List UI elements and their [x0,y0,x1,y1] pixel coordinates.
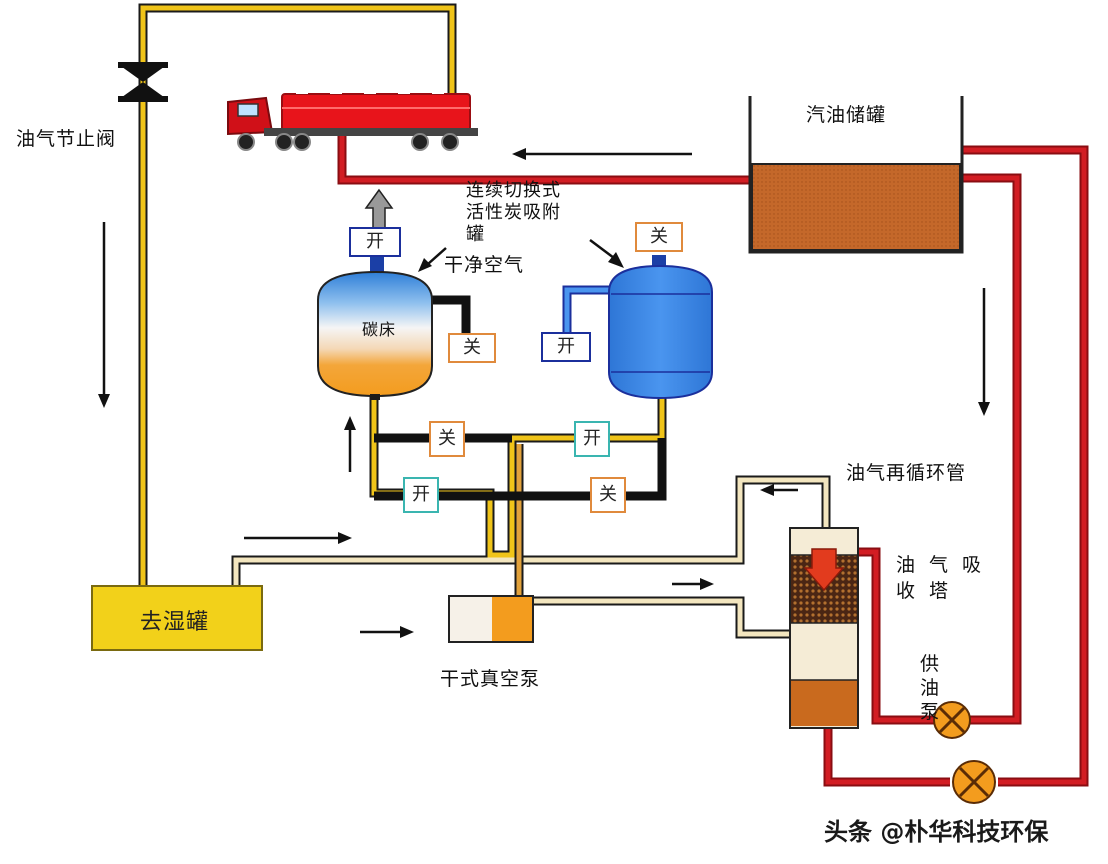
arrow-icon-left-top [512,148,692,160]
absorption-tower [789,527,859,729]
vacuum-pump-body [448,595,534,643]
exhaust-arrow-icon [364,188,394,229]
pump-circle-x-icon-lower [952,760,996,804]
valve-low-left[interactable]: 开 [403,477,439,513]
pump-circle-x-icon [933,701,971,739]
flow-arrows [98,148,990,638]
recirc-pipe-label: 油气再循环管 [846,462,967,484]
valve-side-right[interactable]: 开 [541,332,591,362]
valve-top-right[interactable]: 关 [635,222,683,252]
carbon-bed-label: 碳床 [362,320,397,339]
valve-side-left[interactable]: 关 [448,333,496,363]
arrow-icon-down-left [98,222,110,408]
tanker-truck [227,88,478,151]
arrow-icon-left-recirc [760,484,798,496]
clean-air-label: 干净空气 [444,254,525,276]
valve-mid-left[interactable]: 关 [429,421,465,457]
arrow-icon-up-left-tank [344,416,356,472]
valve-mid-right[interactable]: 开 [574,421,610,457]
absorb-tower-label: 油气吸收塔 [896,554,996,602]
bowtie-valve-icon [118,62,168,102]
adsorption-tank-label: 连续切换式活性炭吸附罐 [466,180,561,245]
valve-top-left[interactable]: 开 [349,227,401,257]
blue-pipe [562,285,609,334]
arrow-icon-right-pump [360,626,414,638]
dehumidifier-label: 去湿罐 [140,610,210,635]
carbon-tank-left [317,256,433,400]
throttle-valve-label: 油气节止阀 [16,128,117,150]
dehumidifier-tank [91,585,263,651]
valve-low-right[interactable]: 关 [590,477,626,513]
red-pipe-network [337,120,1089,787]
arrow-icon-right-mid [244,532,352,544]
arrow-icon-to-left-tank [418,247,447,272]
arrow-icon-right-cream [672,578,714,590]
vacuum-pump-label: 干式真空泵 [440,668,541,690]
arrow-icon-to-right-tank [589,239,624,268]
gasoline-tank-label: 汽油储罐 [806,104,887,126]
arrow-icon-down-right [978,288,990,416]
vacuum-pump-lines [514,444,790,639]
supply-pump-label: 供油泵 [920,653,958,723]
watermark: 头条 @朴华科技环保 [824,818,1049,846]
gasoline-storage-tank [748,96,964,254]
carbon-tank-right [608,255,713,400]
